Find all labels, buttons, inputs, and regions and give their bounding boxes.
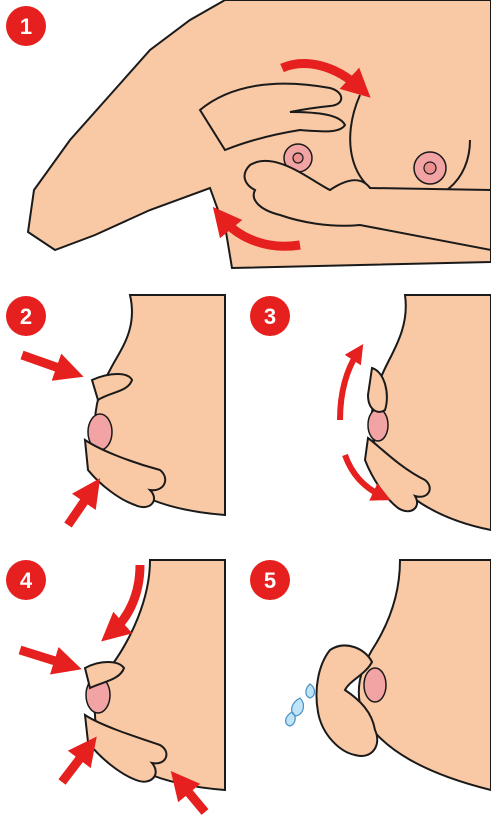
step-label-2: 2 <box>20 304 32 329</box>
panel-4: 4 <box>6 560 225 812</box>
arrow-4b <box>20 650 68 665</box>
panel-3: 3 <box>250 295 491 530</box>
step-label-1: 1 <box>20 14 32 39</box>
step-label-5: 5 <box>264 568 276 593</box>
milk-drops <box>286 684 315 726</box>
arrow-2b <box>68 490 92 525</box>
panel-2: 2 <box>6 295 225 525</box>
nipple-right <box>424 162 436 174</box>
panel-5: 5 <box>250 560 491 790</box>
nipple-left <box>293 153 303 163</box>
areola-3 <box>368 409 388 441</box>
arrow-4c <box>62 748 88 782</box>
step-label-3: 3 <box>264 304 276 329</box>
areola-5 <box>364 668 386 702</box>
panel-1: 1 <box>6 0 491 268</box>
arrow-3a <box>340 352 358 420</box>
arrow-2a <box>22 355 70 372</box>
step-label-4: 4 <box>20 568 33 593</box>
